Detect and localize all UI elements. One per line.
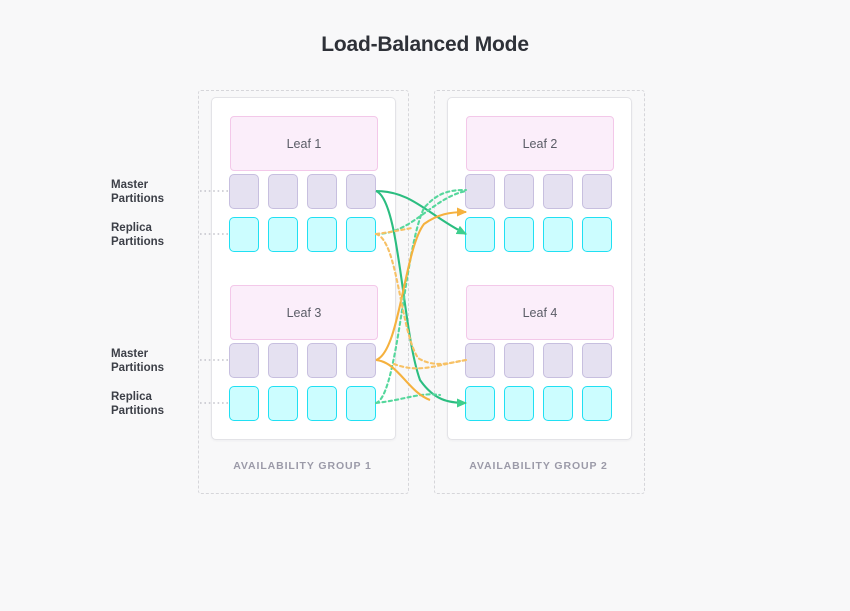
replica-partition-leaf4-4[interactable] [582, 386, 612, 421]
master-partition-leaf3-1[interactable] [229, 343, 259, 378]
replica-partition-leaf2-1[interactable] [465, 217, 495, 252]
label-line-1: Replica [111, 391, 152, 403]
leaf-4-label: Leaf 4 [522, 305, 558, 320]
label-line-2: Partitions [111, 192, 165, 205]
replica-partition-leaf1-4[interactable] [346, 217, 376, 252]
label-replica-partitions-leaf3: Replica Partitions [111, 391, 197, 418]
replica-partition-leaf1-1[interactable] [229, 217, 259, 252]
replica-partition-leaf1-2[interactable] [268, 217, 298, 252]
replica-partition-leaf4-3[interactable] [543, 386, 573, 421]
leaf-2-box[interactable]: Leaf 2 [466, 116, 614, 171]
leaf-1-label: Leaf 1 [286, 136, 322, 151]
leaf-1-box[interactable]: Leaf 1 [230, 116, 378, 171]
master-partition-leaf4-2[interactable] [504, 343, 534, 378]
availability-group-1-caption: AVAILABILITY GROUP 1 [233, 460, 372, 472]
replica-partition-leaf2-2[interactable] [504, 217, 534, 252]
page-title: Load-Balanced Mode [321, 33, 529, 56]
master-partition-leaf1-1[interactable] [229, 174, 259, 209]
leaf-3-box[interactable]: Leaf 3 [230, 285, 378, 340]
leaf-4-box[interactable]: Leaf 4 [466, 285, 614, 340]
master-partition-leaf2-4[interactable] [582, 174, 612, 209]
master-partition-leaf1-2[interactable] [268, 174, 298, 209]
master-partition-leaf3-3[interactable] [307, 343, 337, 378]
replica-partition-leaf3-3[interactable] [307, 386, 337, 421]
label-line-1: Master [111, 348, 149, 360]
label-line-2: Partitions [111, 404, 165, 417]
replica-partition-leaf4-2[interactable] [504, 386, 534, 421]
label-master-partitions-leaf1: Master Partitions [111, 179, 197, 206]
master-partition-leaf2-3[interactable] [543, 174, 573, 209]
replica-partition-leaf3-1[interactable] [229, 386, 259, 421]
replica-partition-leaf3-2[interactable] [268, 386, 298, 421]
leaf-2-label: Leaf 2 [522, 136, 558, 151]
label-line-1: Replica [111, 222, 152, 234]
master-partition-leaf4-3[interactable] [543, 343, 573, 378]
master-partition-leaf4-4[interactable] [582, 343, 612, 378]
master-partition-leaf2-1[interactable] [465, 174, 495, 209]
master-partition-leaf4-1[interactable] [465, 343, 495, 378]
replica-partition-leaf1-3[interactable] [307, 217, 337, 252]
master-partition-leaf1-4[interactable] [346, 174, 376, 209]
master-partition-leaf3-2[interactable] [268, 343, 298, 378]
label-master-partitions-leaf3: Master Partitions [111, 348, 197, 375]
availability-group-2-caption: AVAILABILITY GROUP 2 [469, 460, 608, 472]
label-line-2: Partitions [111, 235, 165, 248]
replica-partition-leaf4-1[interactable] [465, 386, 495, 421]
replica-partition-leaf3-4[interactable] [346, 386, 376, 421]
label-line-1: Master [111, 179, 149, 191]
label-line-2: Partitions [111, 361, 165, 374]
master-partition-leaf1-3[interactable] [307, 174, 337, 209]
master-partition-leaf2-2[interactable] [504, 174, 534, 209]
master-partition-leaf3-4[interactable] [346, 343, 376, 378]
label-replica-partitions-leaf1: Replica Partitions [111, 222, 197, 249]
replica-partition-leaf2-3[interactable] [543, 217, 573, 252]
replica-partition-leaf2-4[interactable] [582, 217, 612, 252]
leaf-3-label: Leaf 3 [286, 305, 322, 320]
